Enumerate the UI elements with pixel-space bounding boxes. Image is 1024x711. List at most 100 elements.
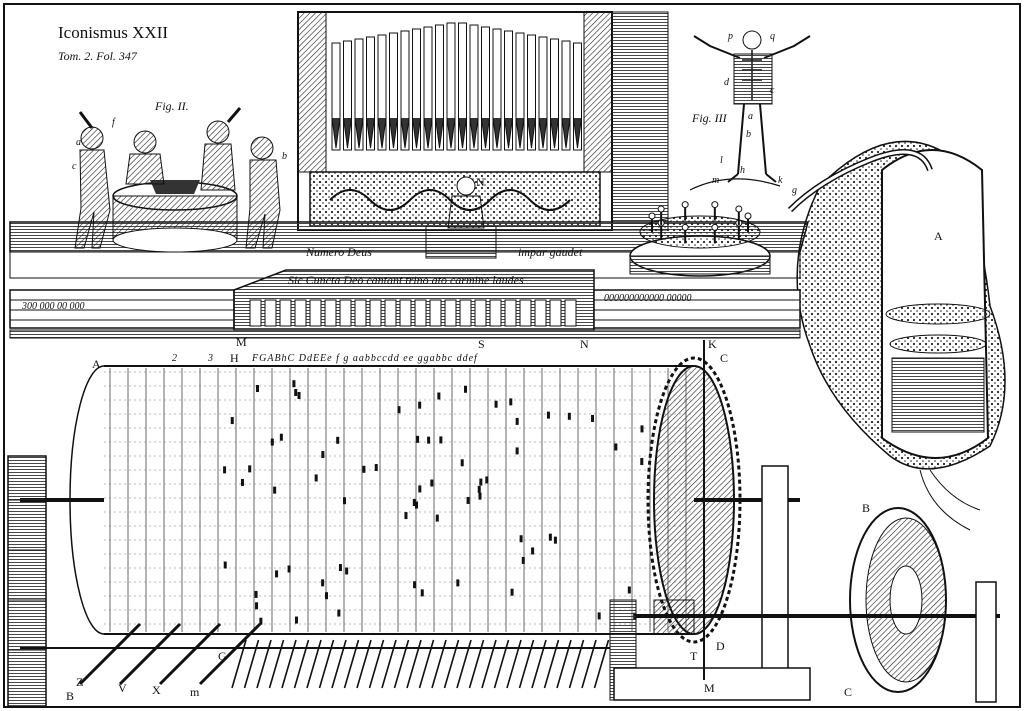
banner-inscription: Sic Cuncta Deo cantant trino ato carmine… <box>288 273 524 287</box>
barrel-pin <box>294 388 298 396</box>
label-N: N <box>580 337 589 351</box>
barrel-pin <box>279 433 283 441</box>
barrel-pin <box>248 465 252 473</box>
seated-musician <box>425 176 497 259</box>
label-M-bottom: M <box>704 681 715 695</box>
label-M: M <box>236 335 247 349</box>
barrel-pin <box>627 586 631 594</box>
organ-pipe <box>412 28 421 151</box>
fig3-caption: Fig. III <box>692 111 727 125</box>
barrel-pin <box>435 514 439 522</box>
dancer-head <box>681 201 689 209</box>
dancer-head <box>657 205 665 213</box>
dancer-head <box>711 223 719 231</box>
organ-pipe <box>515 32 525 151</box>
barrel-pin <box>439 436 443 444</box>
label-fig3-h: h <box>740 165 745 176</box>
label-D: D <box>716 639 725 653</box>
pipe-mouth <box>389 117 398 149</box>
organ-pipe <box>550 38 559 151</box>
barrel-pin <box>546 411 550 419</box>
barrel-pin <box>640 425 644 433</box>
water-wheel <box>849 469 981 693</box>
gear-frame <box>609 340 1000 703</box>
barrel-pin <box>521 556 525 564</box>
barrel-pin <box>343 497 347 505</box>
organ-pipe <box>446 22 456 151</box>
barrel-pin <box>275 570 279 578</box>
barrel-pin <box>270 438 274 446</box>
organ-pipe <box>561 40 571 151</box>
label-K: K <box>708 337 717 351</box>
keyboard-key <box>414 299 427 327</box>
pipe-mouth <box>377 117 387 149</box>
barrel-pin <box>345 567 349 575</box>
dancer-head <box>711 201 719 209</box>
organ-pipe <box>423 26 433 151</box>
pipe-mouth <box>400 117 410 149</box>
dancer-head <box>648 212 656 220</box>
barrel-pin <box>466 496 470 504</box>
side-lever <box>158 622 222 686</box>
dancer-head <box>681 223 689 231</box>
label-V: V <box>118 681 127 695</box>
label-B-bottom: B <box>66 689 75 703</box>
fig2-blacksmiths <box>74 107 281 253</box>
staff-left: 300 000 00 000 <box>22 301 85 312</box>
barrel-pin <box>314 474 318 482</box>
barrel-pin <box>321 579 325 587</box>
barrel-pin <box>478 492 482 500</box>
barrel-pin <box>463 385 467 393</box>
barrel-pin <box>553 536 557 544</box>
barrel-pin <box>494 400 498 408</box>
label-fig3-q: q <box>770 31 775 42</box>
label-fig3-c: c <box>770 85 775 96</box>
label-num-3: 3 <box>208 353 213 364</box>
barrel-pin <box>456 579 460 587</box>
barrel-pin <box>531 547 535 555</box>
organ-case <box>297 11 669 231</box>
barrel-pin <box>460 459 464 467</box>
keyboard-key <box>264 299 277 327</box>
organ-pipe <box>331 42 341 151</box>
keyboard-key <box>279 299 292 327</box>
keyboard-key <box>549 299 562 327</box>
barrel-pin <box>404 512 408 520</box>
label-fig3-p: p <box>728 31 733 42</box>
keyboard-key <box>474 299 487 327</box>
barrel-pin <box>223 561 227 569</box>
note-letters: FGABhC DdEEe f g aabbccdd ee ggabbc ddef <box>252 353 478 364</box>
organ-pipe <box>400 30 410 151</box>
label-A-reservoir: A <box>934 229 943 243</box>
plate-subtitle: Tom. 2. Fol. 347 <box>58 49 137 63</box>
keyboard-key <box>564 299 577 327</box>
label-fig2-f: f <box>112 117 115 128</box>
keyboard-key <box>384 299 397 327</box>
barrel-pin <box>420 589 424 597</box>
label-X: X <box>152 683 161 697</box>
organ-pipe <box>389 32 398 151</box>
label-fig3-m: m <box>712 175 720 186</box>
plate-title: Iconismus XXII <box>58 23 169 42</box>
barrel-pin <box>597 612 601 620</box>
pipe-mouth <box>515 117 525 149</box>
fig2-caption: Fig. II. <box>155 99 189 113</box>
organ-pipe <box>492 28 502 151</box>
keyboard-key <box>429 299 442 327</box>
barrel-pin <box>337 609 341 617</box>
label-m: m <box>190 685 200 699</box>
barrel-pin <box>294 616 298 624</box>
organ-pipe <box>377 34 387 151</box>
barrel-pin <box>297 392 301 400</box>
organ-pipe <box>527 34 536 151</box>
barrel-pin <box>254 590 258 598</box>
dancer-head <box>744 212 752 220</box>
label-B-wheel: B <box>862 501 871 515</box>
keyboard-key <box>459 299 472 327</box>
barrel-pin <box>515 447 519 455</box>
keyboard-key <box>489 299 502 327</box>
label-fig3-l: l <box>720 155 723 166</box>
barrel-pin <box>240 478 244 486</box>
pipe-mouth <box>492 117 502 149</box>
